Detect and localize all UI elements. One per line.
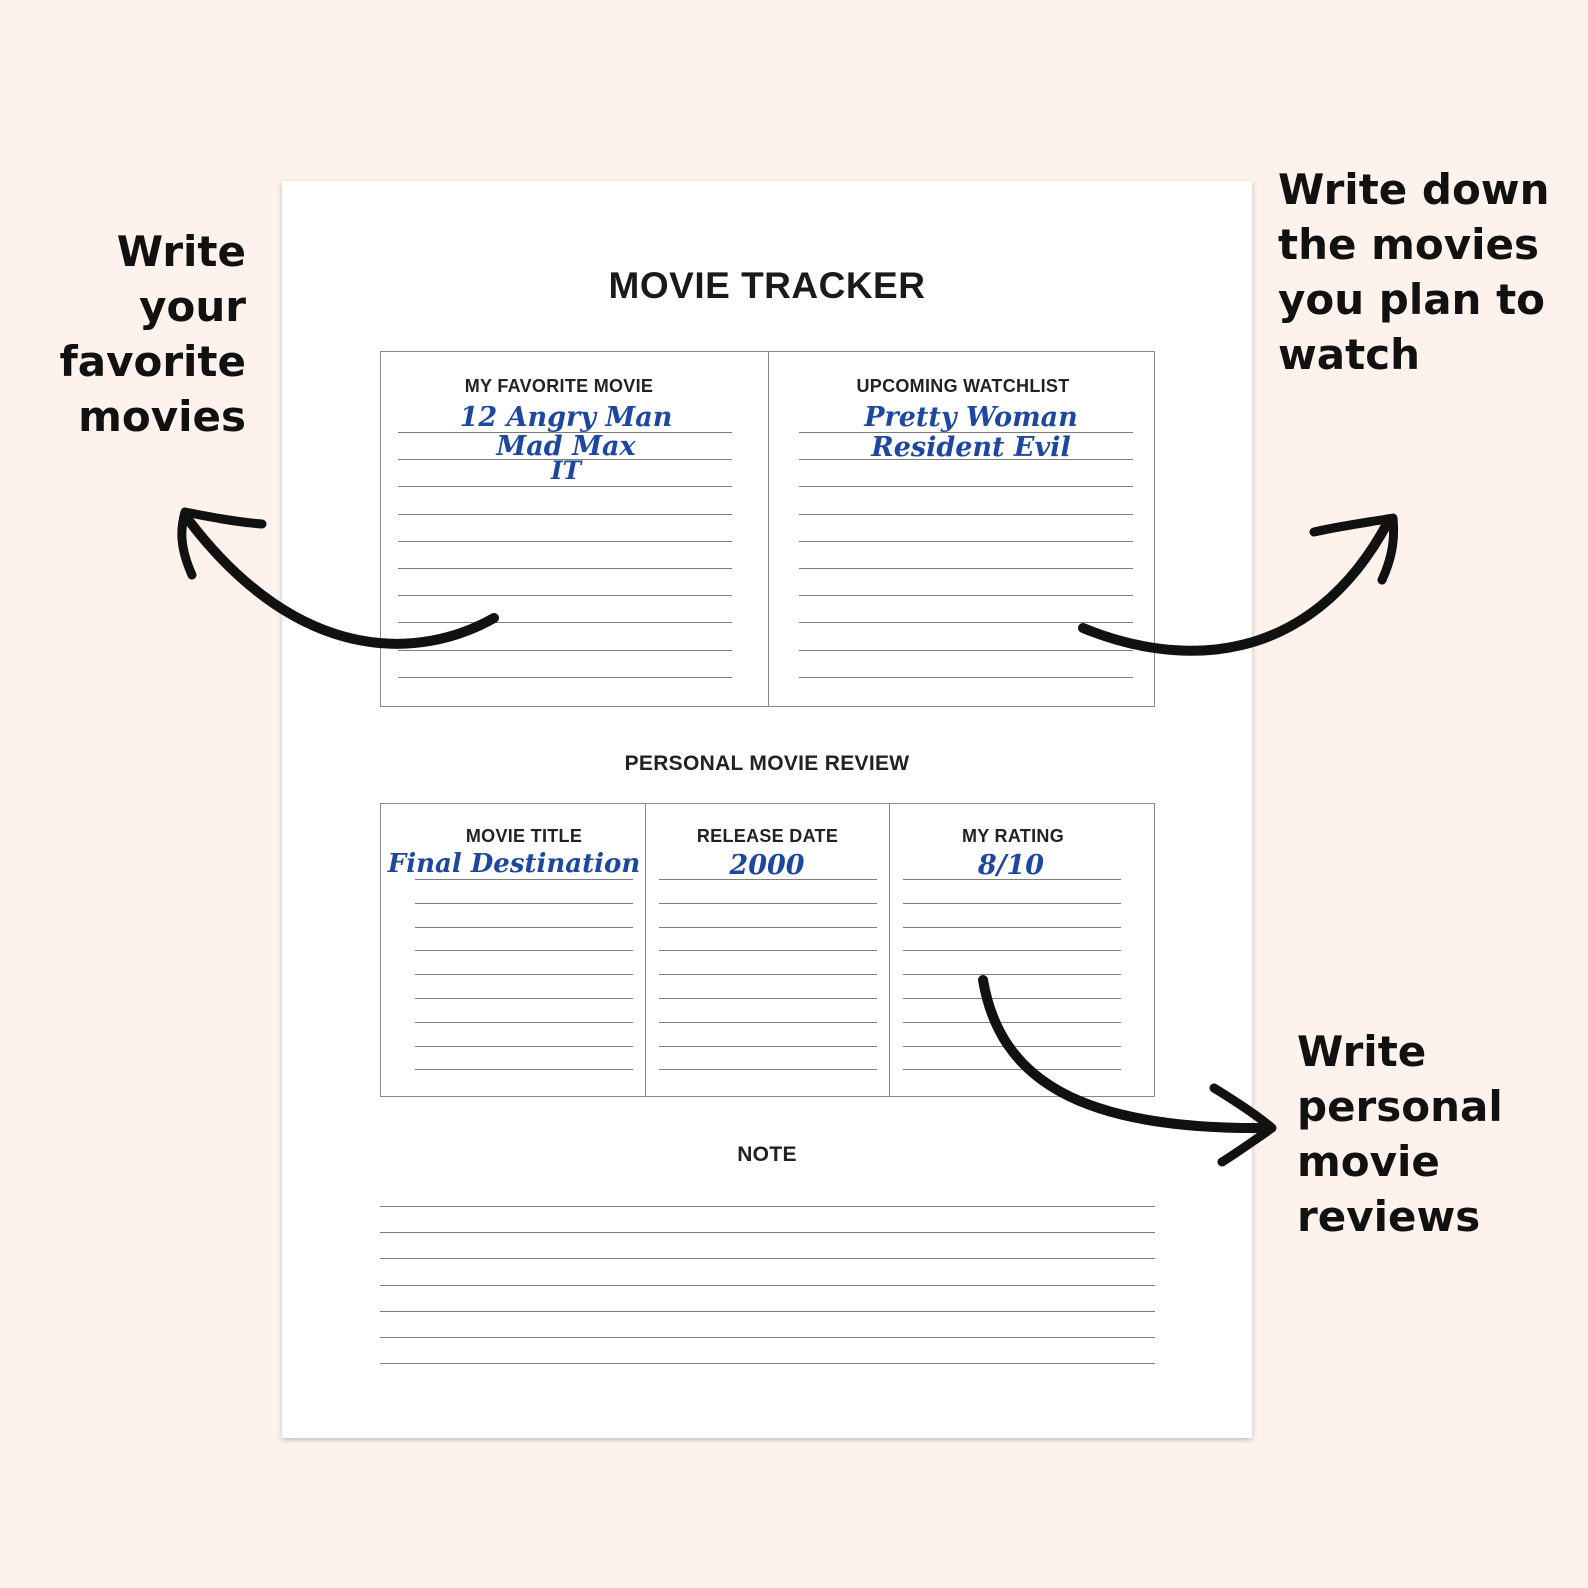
my-rating-heading: MY RATING (961, 826, 1065, 846)
ruled-line (659, 902, 877, 904)
ruled-line (415, 926, 633, 928)
ruled-line (799, 568, 1133, 569)
callout-line: you plan to (1278, 275, 1546, 324)
ruled-line (659, 879, 877, 880)
ruled-line (799, 622, 1133, 624)
callout-line: favorite (59, 337, 246, 386)
ruled-line (398, 432, 732, 433)
column-divider (768, 352, 769, 706)
ruled-line (380, 1284, 1155, 1286)
ruled-line (380, 1310, 1155, 1312)
top-frame: MY FAVORITE MOVIE UPCOMING WATCHLIST 12 … (380, 351, 1155, 707)
ruled-line (659, 974, 877, 976)
review-heading: PERSONAL MOVIE REVIEW (624, 752, 910, 775)
ruled-line (415, 974, 633, 976)
callout-line: watch (1278, 330, 1421, 379)
ruled-line (415, 879, 633, 880)
callout-line: your (139, 282, 246, 331)
arrow-head-watchlist (1309, 513, 1399, 585)
review-frame: MOVIE TITLE RELEASE DATE MY RATING Final… (380, 803, 1155, 1097)
release-date-heading: RELEASE DATE (696, 826, 839, 846)
ruled-line (903, 1021, 1121, 1023)
ruled-line (398, 486, 732, 488)
ruled-line (398, 649, 732, 651)
ruled-line (659, 998, 877, 999)
movie-title-heading: MOVIE TITLE (465, 826, 583, 846)
ruled-line (398, 622, 732, 624)
sheet-title: MOVIE TRACKER (608, 265, 926, 306)
ruled-line (659, 1045, 877, 1047)
movie-title-entry: Final Destination (387, 849, 641, 879)
ruled-line (799, 676, 1133, 678)
column-divider (889, 804, 890, 1096)
ruled-line (799, 595, 1133, 597)
callout-reviews: Write personal movie reviews (1297, 1024, 1577, 1244)
my-rating-entry: 8/10 (977, 850, 1045, 881)
callout-line: movie (1297, 1137, 1440, 1186)
ruled-line (799, 540, 1133, 542)
ruled-line (380, 1363, 1155, 1365)
favorite-entry: IT (550, 456, 582, 485)
ruled-line (415, 1045, 633, 1047)
ruled-line (799, 649, 1133, 651)
release-date-entry: 2000 (729, 850, 805, 881)
ruled-line (659, 950, 877, 952)
ruled-line (398, 513, 732, 515)
ruled-line (799, 513, 1133, 515)
ruled-line (659, 1069, 877, 1071)
ruled-line (398, 568, 732, 569)
ruled-line (799, 432, 1133, 433)
column-divider (645, 804, 646, 1096)
ruled-line (903, 1045, 1121, 1047)
callout-line: movies (78, 392, 246, 441)
callout-favorite-movies: Write your favorite movies (40, 224, 246, 444)
ruled-line (415, 950, 633, 952)
ruled-line (903, 902, 1121, 904)
ruled-line (903, 879, 1121, 880)
favorite-entry: Mad Max (496, 431, 636, 462)
favorite-entry: 12 Angry Man (459, 402, 673, 433)
ruled-line (380, 1258, 1155, 1260)
ruled-line (380, 1232, 1155, 1234)
ruled-line (903, 998, 1121, 999)
callout-line: Write (116, 227, 246, 276)
ruled-line (398, 676, 732, 678)
ruled-line (380, 1337, 1155, 1338)
ruled-line (903, 950, 1121, 952)
ruled-line (398, 459, 732, 461)
favorites-heading: MY FAVORITE MOVIE (464, 376, 654, 396)
watchlist-entry: Pretty Woman (864, 402, 1078, 433)
ruled-line (903, 926, 1121, 928)
callout-line: Write (1297, 1027, 1427, 1076)
ruled-line (659, 926, 877, 928)
callout-line: the movies (1278, 220, 1539, 269)
callout-line: Write down (1278, 165, 1550, 214)
ruled-line (398, 540, 732, 542)
ruled-line (415, 1069, 633, 1071)
callout-line: reviews (1297, 1192, 1481, 1241)
ruled-line (415, 902, 633, 904)
ruled-line (415, 1021, 633, 1023)
ruled-line (659, 1021, 877, 1023)
ruled-line (380, 1206, 1155, 1207)
note-heading: NOTE (737, 1143, 797, 1166)
callout-watchlist: Write down the movies you plan to watch (1278, 162, 1578, 382)
watchlist-heading: UPCOMING WATCHLIST (856, 376, 1070, 396)
watchlist-entry: Resident Evil (871, 432, 1071, 463)
ruled-line (903, 974, 1121, 976)
ruled-line (415, 998, 633, 999)
ruled-line (799, 486, 1133, 488)
tracker-sheet: MOVIE TRACKER MY FAVORITE MOVIE UPCOMING… (282, 181, 1252, 1438)
arrow-head-favorites (177, 507, 267, 580)
ruled-line (903, 1069, 1121, 1071)
ruled-line (398, 595, 732, 597)
callout-line: personal (1297, 1082, 1503, 1131)
ruled-line (799, 459, 1133, 461)
